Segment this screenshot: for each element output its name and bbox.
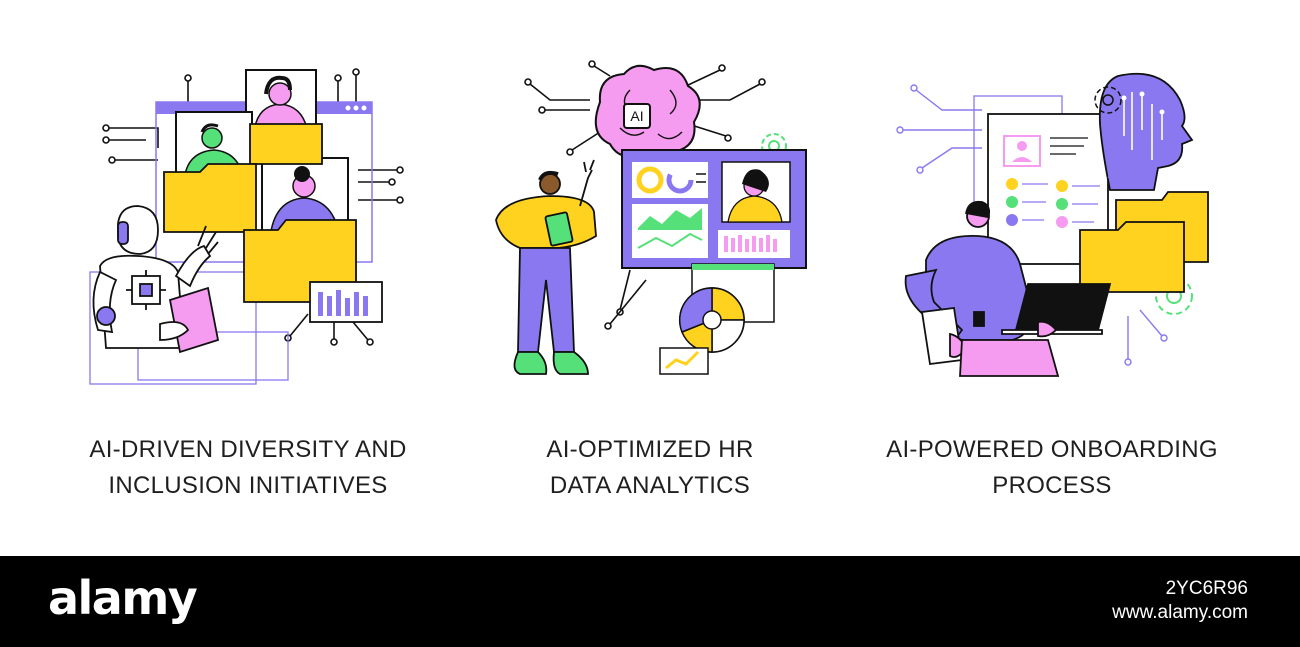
caption: AI-DRIVEN DIVERSITY AND INCLUSION INITIA… xyxy=(58,432,438,504)
circuit-icon xyxy=(102,68,404,346)
caption-line: AI-DRIVEN DIVERSITY AND xyxy=(89,436,407,463)
caption: AI-POWERED ONBOARDING PROCESS xyxy=(862,432,1242,504)
diversity-illustration xyxy=(89,68,404,385)
site-url[interactable]: www.alamy.com xyxy=(1112,602,1248,623)
bar-chart-icon xyxy=(309,281,383,323)
caption-line: INCLUSION INITIATIVES xyxy=(108,472,388,499)
analytics-illustration: AI xyxy=(495,60,807,375)
analytics-dashboard-icon xyxy=(621,149,807,269)
checklist-document-icon xyxy=(987,113,1109,265)
onboarding-illustration: AI xyxy=(896,72,1209,377)
ai-brain-icon: AI xyxy=(594,64,701,160)
person-laptop-icon xyxy=(904,200,1112,377)
illustration-canvas: AI-DRIVEN DIVERSITY AND INCLUSION INITIA… xyxy=(58,40,1242,520)
ai-brain-label: AI xyxy=(630,108,643,124)
ai-head-icon: AI xyxy=(1098,72,1194,191)
panel-onboarding-process: AI xyxy=(862,40,1242,520)
pie-chart-icon xyxy=(659,287,745,375)
panel-hr-data-analytics: AI xyxy=(460,40,840,520)
folder-icon xyxy=(163,123,357,303)
caption-line: PROCESS xyxy=(992,472,1112,499)
caption-line: DATA ANALYTICS xyxy=(549,472,751,499)
folder-icon xyxy=(1079,191,1209,293)
ai-head-label: AI xyxy=(1108,158,1129,183)
caption: AI-OPTIMIZED HR DATA ANALYTICS xyxy=(460,432,840,504)
caption-line: AI-OPTIMIZED HR xyxy=(546,436,754,463)
alamy-logo[interactable]: alamy xyxy=(48,571,198,625)
person-tablet-icon xyxy=(495,159,597,375)
caption-line: AI-POWERED ONBOARDING xyxy=(886,436,1218,463)
watermark-footer: alamy 2YC6R96 www.alamy.com xyxy=(0,556,1300,647)
panel-diversity-inclusion: AI-DRIVEN DIVERSITY AND INCLUSION INITIA… xyxy=(58,40,438,520)
image-id: 2YC6R96 xyxy=(1165,578,1248,599)
circuit-icon xyxy=(524,60,766,330)
circuit-icon xyxy=(896,84,1168,366)
robot-icon xyxy=(92,205,220,354)
